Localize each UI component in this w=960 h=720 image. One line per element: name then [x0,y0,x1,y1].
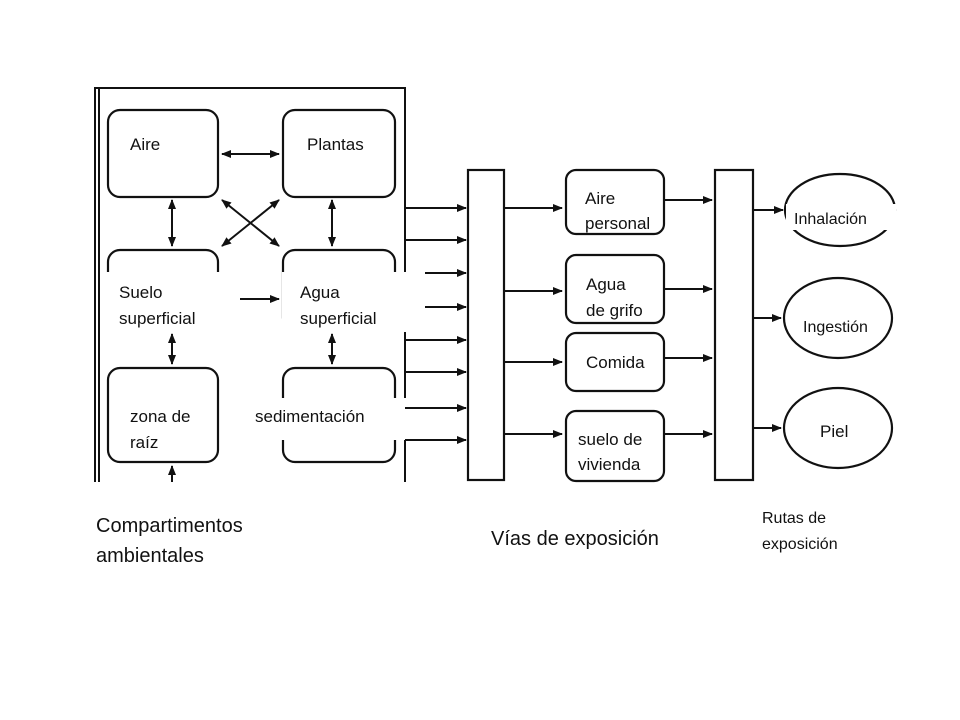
label-agua-grifo-line1: Agua [586,275,626,294]
compartment-arrows [168,150,336,482]
label-ingestion: Ingestión [803,319,868,336]
pathway-to-bar-arrows [664,196,713,438]
label-inhalacion: Inhalación [794,211,867,228]
label-suelo-vivienda-line2: vivienda [578,455,641,474]
label-suelo-vivienda-line1: suelo de [578,430,642,449]
box-comida [564,331,666,393]
label-agua-line1: Agua [300,283,340,302]
label-zona-line1: zona de [130,407,191,426]
box-zona-raiz [106,366,220,464]
label-zona-line2: raíz [130,433,158,452]
label-aire-personal-line2: personal [585,214,650,233]
box-aire [106,108,220,199]
label-sedimentacion: sedimentación [255,407,365,426]
label-aire-personal-line1: Aire [585,189,615,208]
label-suelo-line2: superficial [119,309,196,328]
label-agua-grifo-line2: de grifo [586,301,643,320]
label-piel: Piel [820,422,848,441]
box-plantas [281,108,397,199]
caption-compartimentos-line2: ambientales [96,545,204,567]
label-comida: Comida [586,353,645,372]
route-ingestion [782,276,894,360]
label-suelo-line1: Suelo [119,283,162,302]
caption-rutas-line1: Rutas de [762,510,826,527]
bar-to-route-arrows [753,206,784,432]
box-suelo-vivienda [564,409,666,483]
label-agua-line2: superficial [300,309,377,328]
caption-rutas-line2: exposición [762,536,838,553]
collector-bar-routes [713,168,755,482]
label-aire: Aire [130,135,160,154]
bar-to-pathway-arrows [504,204,563,438]
collector-bar-pathways [466,168,506,482]
frame-to-bar-arrows [405,204,467,444]
caption-vias: Vías de exposición [491,528,659,550]
caption-compartimentos-line1: Compartimentos [96,515,243,537]
box-aire-personal [564,168,666,236]
label-plantas: Plantas [307,135,364,154]
route-piel [782,386,894,470]
